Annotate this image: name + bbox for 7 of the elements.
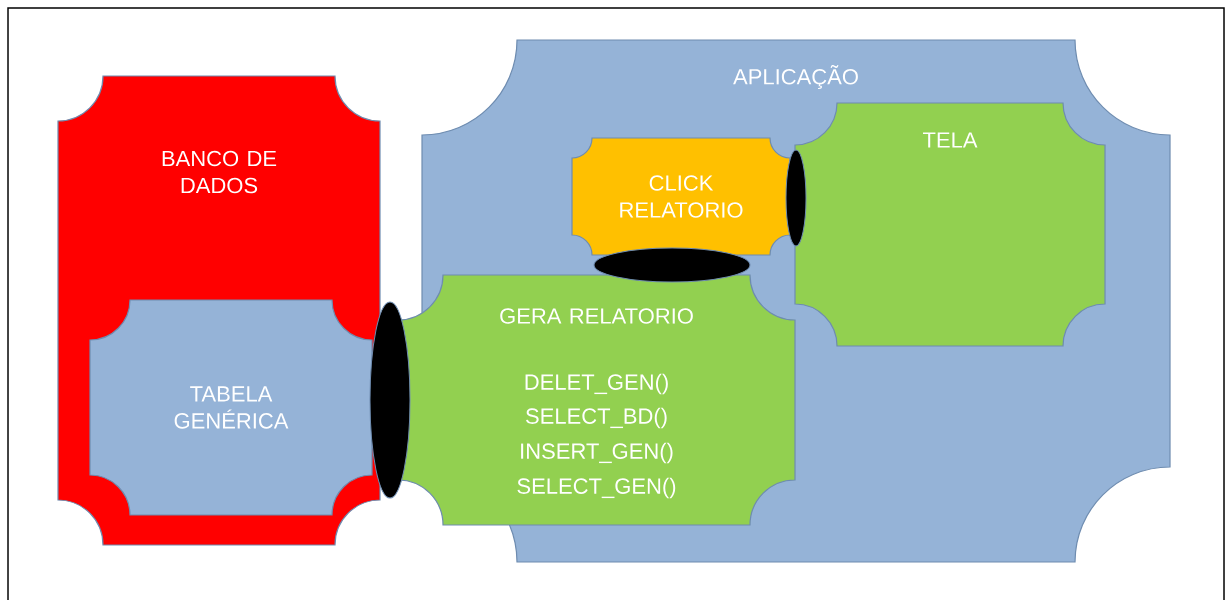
process-box: GERA RELATORIO DELET_GEN() SELECT_BD() INSERT_GEN() SELECT_GEN() — [397, 274, 796, 526]
interface-ellipse — [593, 247, 751, 283]
action-box: CLICK RELATORIO — [571, 137, 791, 256]
interface-ellipse — [785, 149, 807, 247]
table-box: TABELA GENÉRICA — [89, 299, 373, 516]
interface-ellipse — [369, 301, 411, 499]
screen-box: TELA — [794, 102, 1106, 347]
